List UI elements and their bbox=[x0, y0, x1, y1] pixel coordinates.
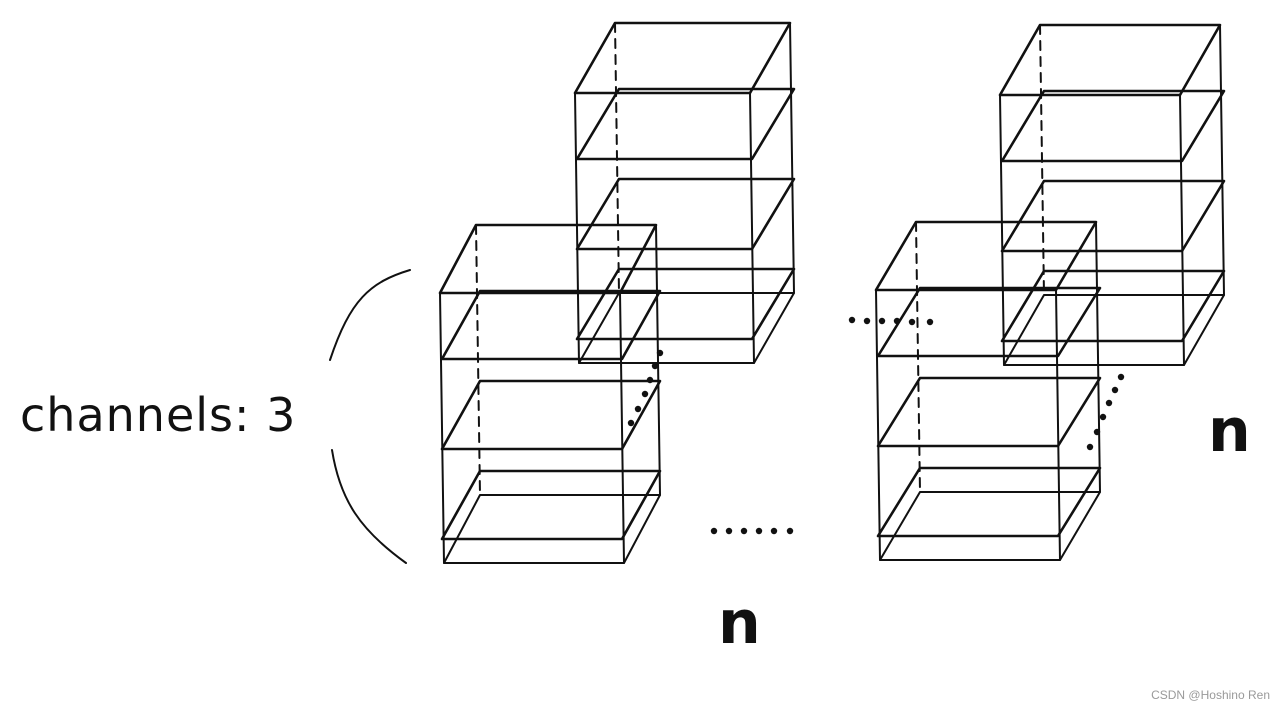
diagonal-ellipsis-right bbox=[1086, 373, 1125, 451]
n-label-right: n bbox=[1208, 396, 1251, 466]
stack-front-left bbox=[438, 223, 662, 564]
diagonal-ellipsis-left bbox=[627, 349, 664, 427]
n-label-bottom: n bbox=[718, 588, 761, 658]
horizontal-ellipsis-top bbox=[848, 316, 934, 326]
stack-front-right bbox=[874, 220, 1102, 561]
channels-label: channels: 3 bbox=[20, 388, 297, 442]
stack-back-left bbox=[573, 21, 796, 364]
watermark: CSDN @Hoshino Ren bbox=[1151, 688, 1270, 702]
channels-brace bbox=[329, 269, 411, 564]
horizontal-ellipsis-bottom bbox=[710, 527, 794, 535]
stack-back-right bbox=[998, 23, 1226, 366]
